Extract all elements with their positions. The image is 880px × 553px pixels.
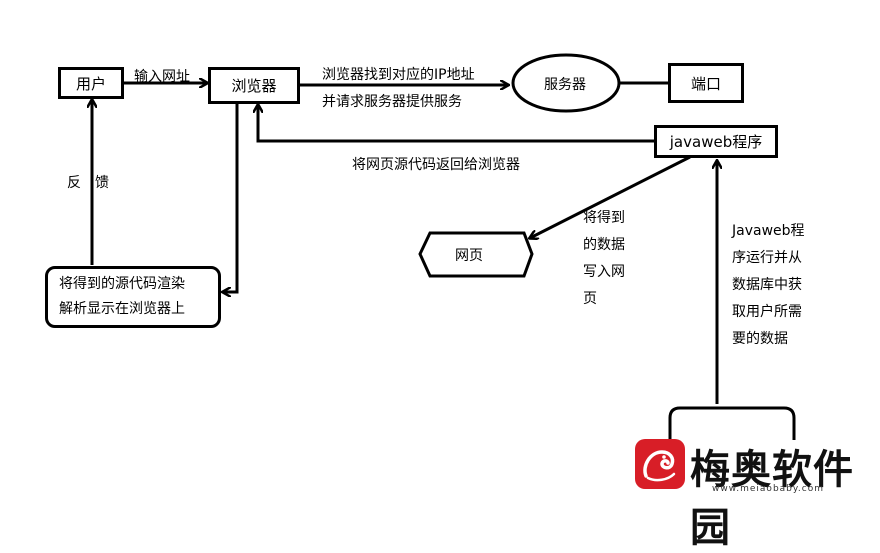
arrow-browser-to-render [223,103,239,292]
dragon-logo-icon [635,439,685,489]
javaweb-node: javaweb程序 [654,125,778,158]
arrow-javaweb-to-webpage [530,155,691,238]
browser-node: 浏览器 [208,67,300,104]
return-code-label: 将网页源代码返回给浏览器 [352,157,520,173]
port-node: 端口 [668,63,744,103]
database-bracket-shape [668,406,796,440]
render-node: 将得到的源代码渲染 解析显示在浏览器上 [45,266,221,328]
arrow-javaweb-to-browser [258,105,654,143]
find-ip-label: 浏览器找到对应的IP地址 [322,67,475,83]
flow-diagram: 用户 浏览器 服务器 端口 javaweb程序 网页 将得到的源代码渲染 解析显… [0,53,853,551]
write-page-label: 将得到 的数据 写入网 页 [583,210,625,307]
javaweb-node-label: javaweb程序 [669,133,763,151]
feedback-label: 反 馈 [67,175,109,191]
request-service-label: 并请求服务器提供服务 [322,94,462,110]
render-node-label: 将得到的源代码渲染 解析显示在浏览器上 [59,276,185,317]
server-node-label: 服务器 [544,77,586,93]
db-query-label: Javaweb程 序运行并从 数据库中获 取用户所需 要的数据 [732,223,805,347]
browser-node-label: 浏览器 [231,77,277,95]
watermark-name: 梅奥软件园 [690,447,854,551]
port-node-label: 端口 [690,74,721,93]
webpage-node-label: 网页 [455,248,483,264]
watermark-url: www.meiaobaby.com [712,484,825,494]
input-url-label: 输入网址 [134,69,190,85]
user-node: 用户 [58,67,124,99]
server-node-shape [511,53,621,113]
webpage-node-shape [418,231,534,278]
user-node-label: 用户 [75,74,106,93]
connector-layer [0,53,796,440]
